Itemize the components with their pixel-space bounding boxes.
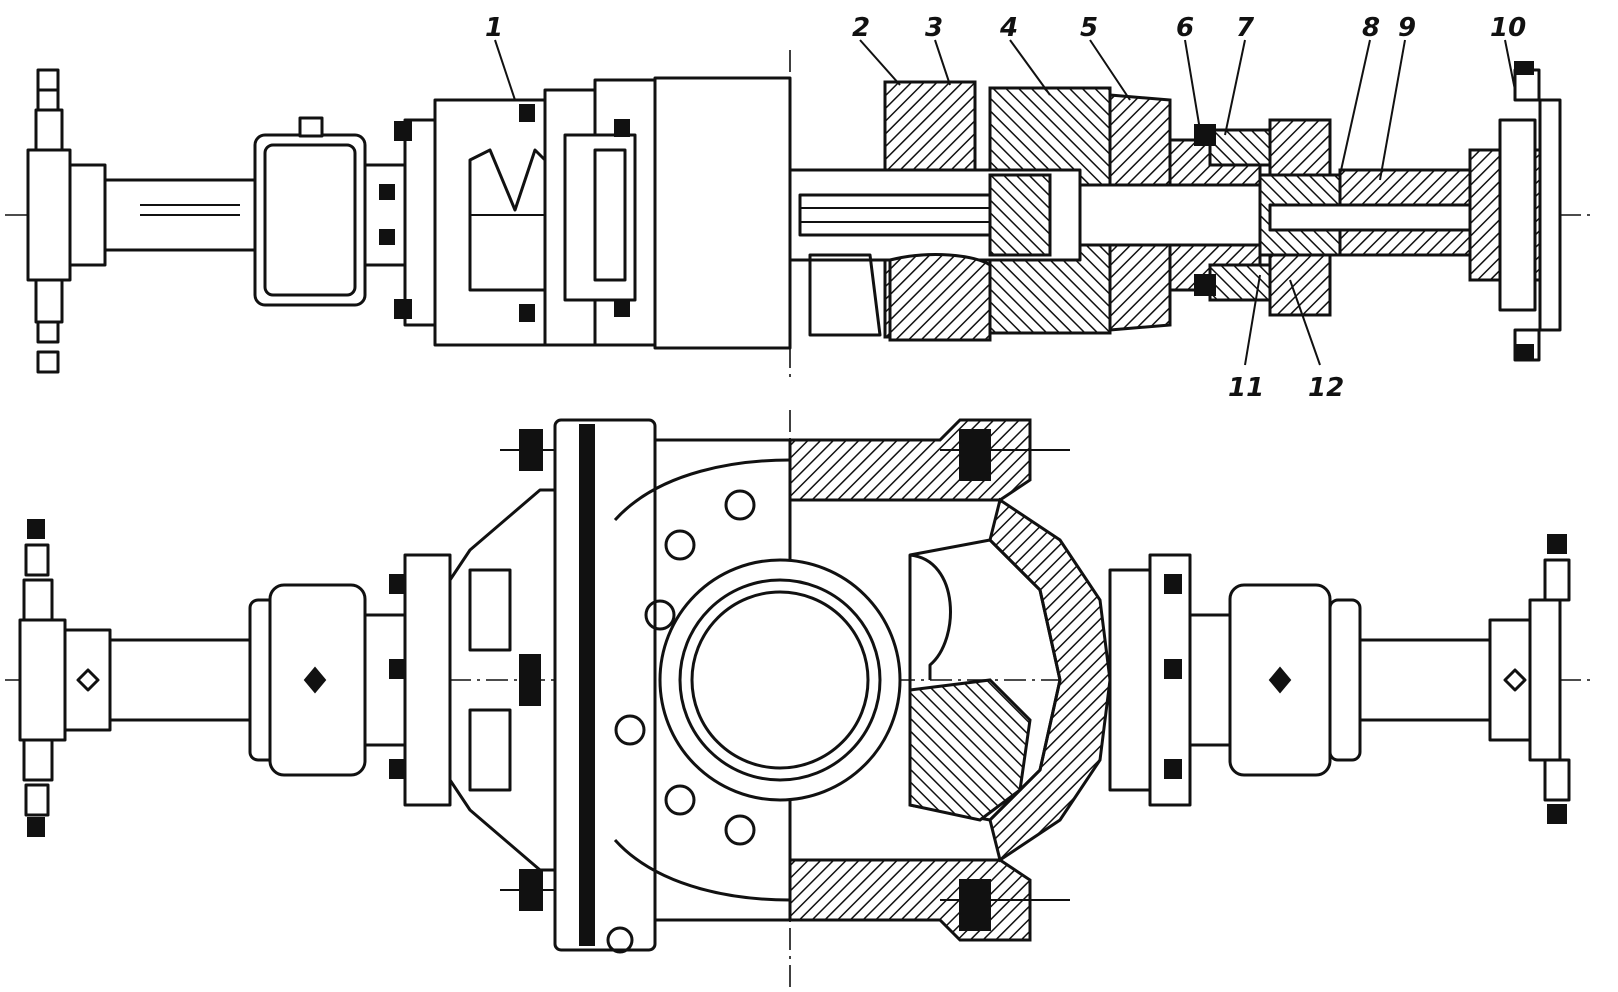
right-handwheel-bottom — [1358, 534, 1571, 824]
left-bonnet-top — [394, 98, 547, 347]
bottom-view — [5, 410, 1595, 990]
left-handwheel-bottom — [18, 519, 252, 837]
body-section-bottom — [788, 418, 1112, 942]
callout-2: 2 — [852, 13, 870, 43]
left-actuator-bottom — [248, 574, 407, 779]
top-leader-lines — [494, 39, 1516, 366]
callout-1: 1 — [485, 13, 503, 43]
callout-9: 9 — [1398, 13, 1416, 43]
left-handwheel-top — [26, 68, 257, 374]
callout-10: 10 — [1490, 13, 1526, 43]
callout-11: 11 — [1228, 373, 1264, 403]
callout-labels: 1 2 3 4 5 6 7 8 9 10 11 12 — [485, 13, 1526, 403]
callout-12: 12 — [1308, 373, 1344, 403]
top-view — [5, 39, 1595, 380]
left-actuator-top — [253, 116, 407, 307]
body-outline-top — [543, 76, 792, 350]
callout-3: 3 — [925, 13, 943, 43]
right-handwheel-top — [1468, 61, 1562, 362]
bore — [658, 558, 902, 802]
callout-6: 6 — [1176, 13, 1194, 43]
callout-4: 4 — [999, 13, 1018, 43]
callout-5: 5 — [1080, 13, 1098, 43]
right-actuator-bottom — [1108, 553, 1362, 807]
callout-8: 8 — [1362, 13, 1380, 43]
right-stem-top — [1078, 118, 1472, 317]
left-bonnet-bottom — [403, 429, 562, 911]
callout-7: 7 — [1236, 13, 1255, 43]
